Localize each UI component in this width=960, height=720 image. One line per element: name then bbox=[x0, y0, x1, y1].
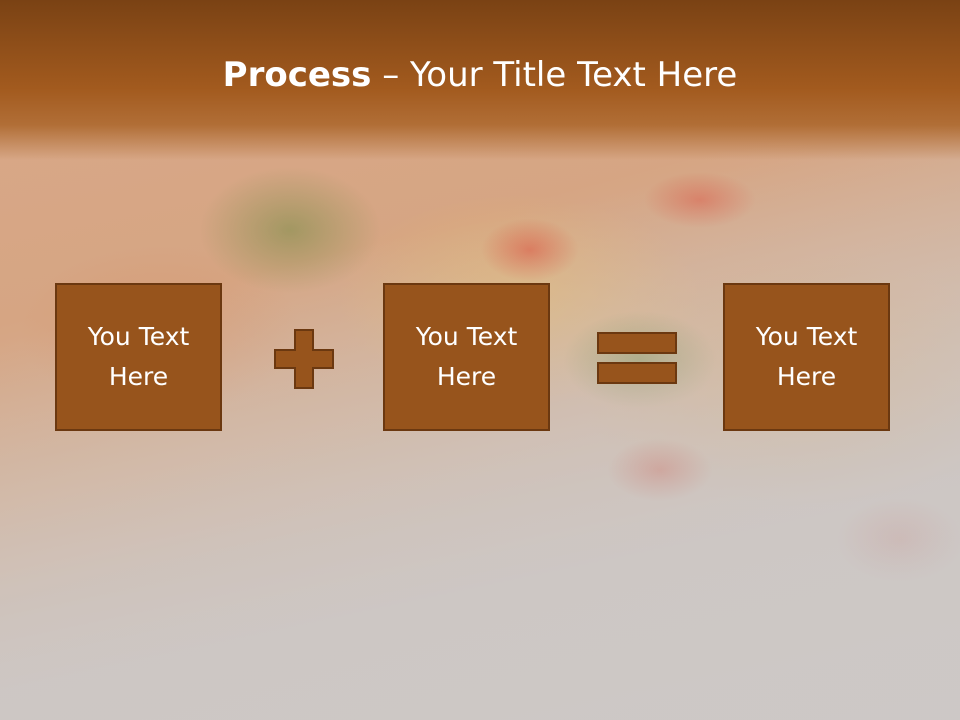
title-bold: Process bbox=[222, 55, 372, 95]
plus-icon bbox=[274, 329, 334, 389]
process-box-1[interactable]: You Text Here bbox=[55, 283, 222, 431]
slide-title[interactable]: Process – Your Title Text Here bbox=[0, 52, 960, 98]
process-box-2[interactable]: You Text Here bbox=[383, 283, 550, 431]
title-separator: – bbox=[371, 55, 411, 95]
title-text: Your Title Text Here bbox=[410, 55, 738, 95]
title-bar bbox=[0, 0, 960, 160]
equals-icon bbox=[597, 332, 677, 384]
process-box-3[interactable]: You Text Here bbox=[723, 283, 890, 431]
